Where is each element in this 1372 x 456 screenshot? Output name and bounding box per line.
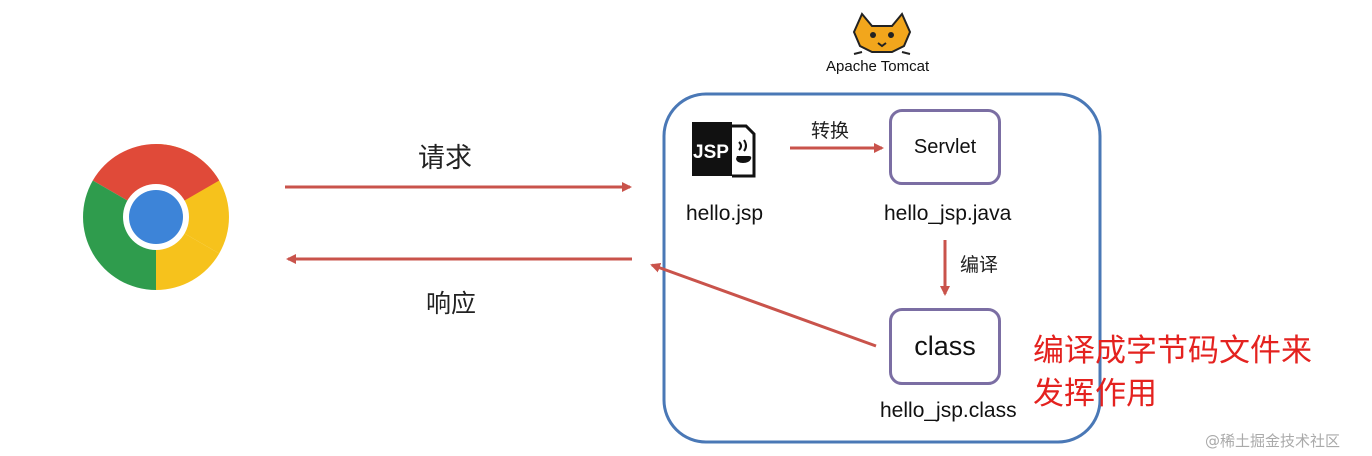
annotation-line-2: 发挥作用 <box>1033 376 1157 412</box>
annotation-line-1: 编译成字节码文件来 <box>1033 333 1312 369</box>
servlet-box: Servlet <box>889 109 1001 185</box>
jsp-file-icon: JSP <box>692 122 756 178</box>
servlet-box-label: Servlet <box>913 135 977 158</box>
java-file-label: hello_jsp.java <box>884 202 1012 225</box>
convert-label: 转换 <box>811 120 850 142</box>
watermark: @稀土掘金技术社区 <box>1205 432 1341 450</box>
class-box-label: class <box>914 331 976 361</box>
tomcat-label: Apache Tomcat <box>826 58 930 75</box>
class-box: class <box>889 308 1001 385</box>
class-return-arrow <box>650 263 877 348</box>
request-label: 请求 <box>418 143 472 174</box>
class-file-label: hello_jsp.class <box>880 399 1017 422</box>
chrome-browser-icon <box>83 144 229 290</box>
tomcat-cat-logo-icon <box>852 12 912 55</box>
compile-label: 编译 <box>960 254 999 276</box>
jsp-icon-text: JSP <box>693 142 729 163</box>
response-label: 响应 <box>426 289 477 318</box>
jsp-file-label: hello.jsp <box>686 202 764 225</box>
